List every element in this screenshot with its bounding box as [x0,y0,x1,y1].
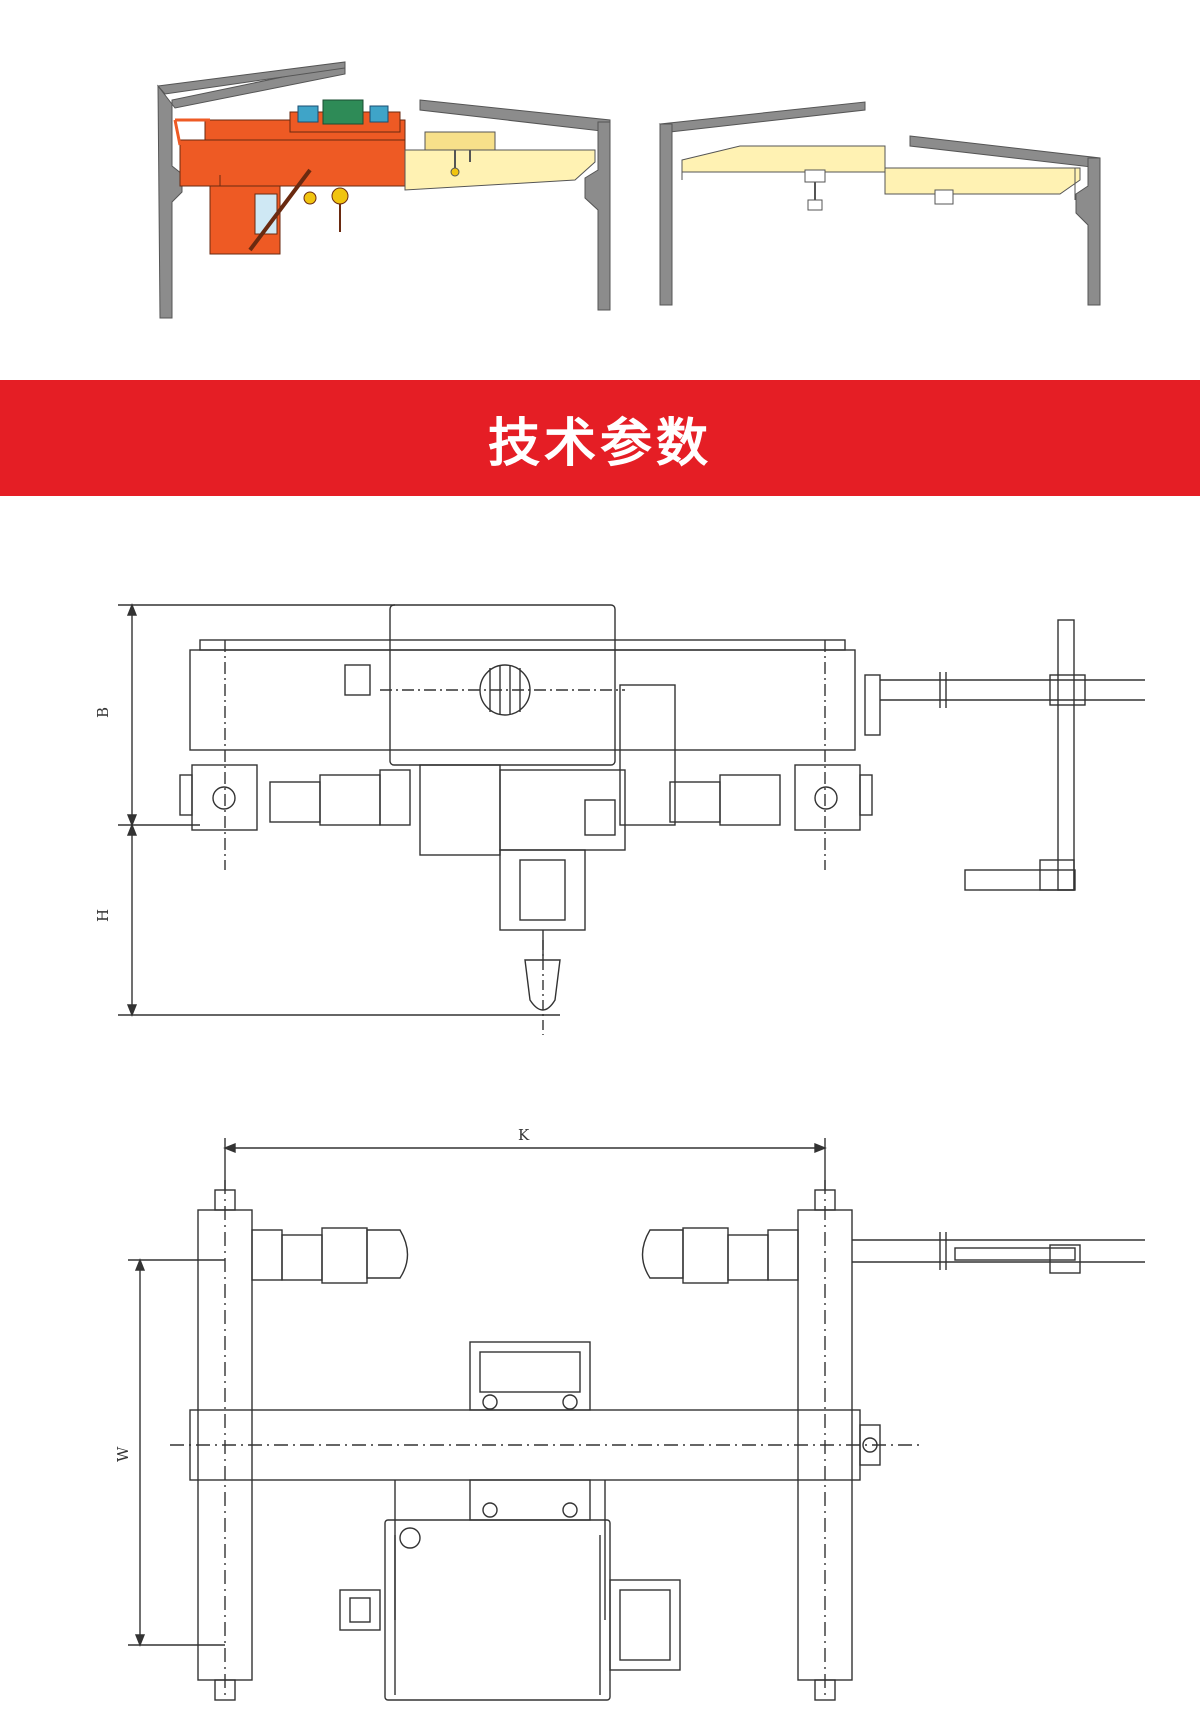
section-title: 技术参数 [487,413,712,474]
single-girder-crane-left [404,131,596,191]
single-girder-crane-right [681,145,1081,211]
section-banner: 技术参数 [0,380,1200,496]
left-building [157,61,611,319]
dim-k-label: K [518,1126,530,1144]
hoist-side-view-drawing: B H [94,603,1145,1035]
crane-building-illustration [157,61,1101,319]
double-girder-crane [173,99,406,255]
hoist-plan-view-drawing: K W [114,1126,1145,1701]
dim-b-label: B [94,707,112,718]
dim-h-label: H [94,909,112,922]
dim-w-label: W [114,1446,132,1462]
right-building [658,101,1101,306]
